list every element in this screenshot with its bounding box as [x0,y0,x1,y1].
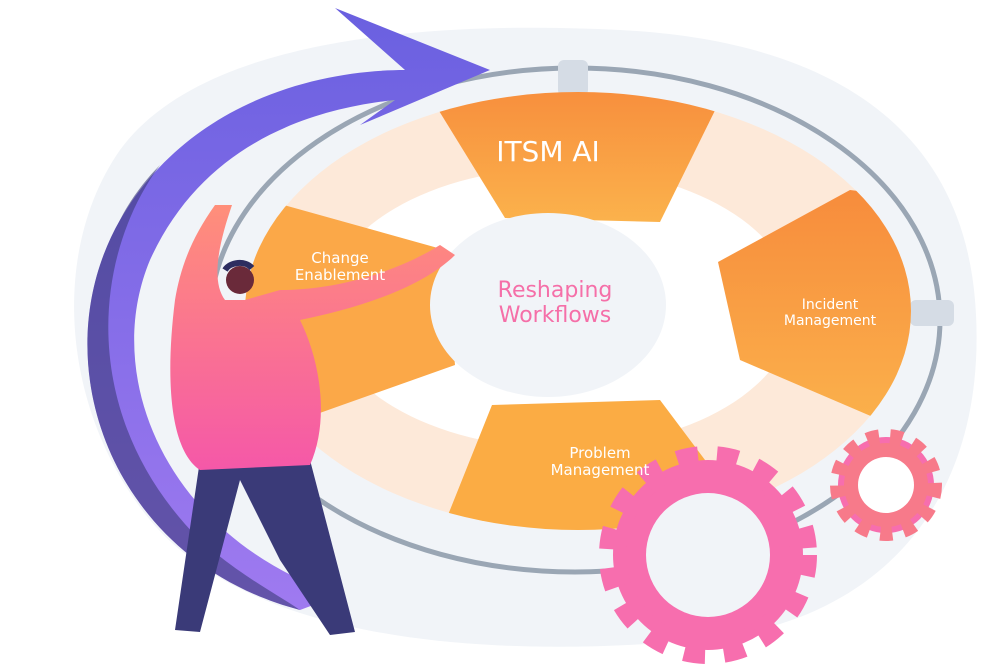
bottom-line-2: Management [550,461,650,480]
gear-icon-small [830,429,942,541]
left-line-1: Change [311,249,369,267]
center-line-2: Workflows [498,303,612,329]
right-line-1: Incident [801,297,859,313]
circular-arrow-icon [87,8,490,610]
segment-label-problem-management: Problem Management [520,444,680,480]
orbit-handle-right [910,300,954,326]
bottom-line-1: Problem [569,444,631,462]
segment-top [420,92,730,222]
person-figure [170,205,455,635]
orbit-handle-top [558,60,588,96]
segment-label-itsm-ai: ITSM AI [478,135,618,168]
center-hub [430,213,666,397]
center-label: Reshaping Workflows [470,278,640,329]
left-line-2: Enablement [294,266,386,285]
itsm-ai-text: ITSM AI [496,135,600,168]
segment-label-incident-management: Incident Management [750,297,910,329]
right-line-2: Management [783,313,877,330]
center-line-1: Reshaping [497,278,613,303]
segment-label-change-enablement: Change Enablement [260,249,420,285]
segment-right [718,190,911,430]
gear-icon-large [599,446,817,664]
